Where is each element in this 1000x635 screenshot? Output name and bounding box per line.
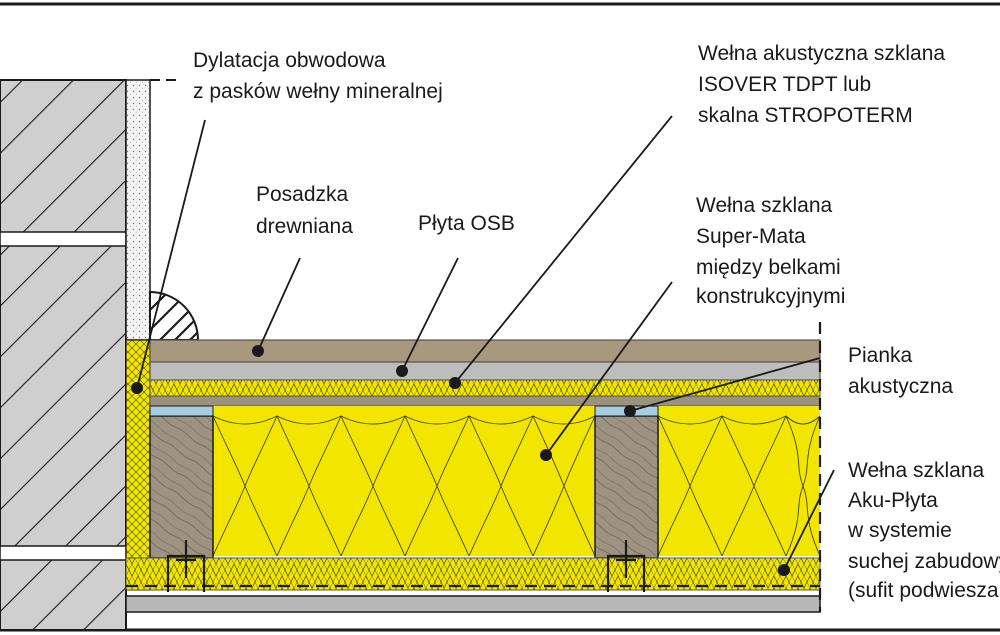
wool-wave [785, 415, 821, 425]
wool-wave [276, 415, 342, 557]
ceiling-board [125, 595, 821, 613]
joist-left [149, 405, 214, 559]
perimeter-wool-strip [125, 339, 151, 591]
wool-wave [404, 415, 470, 557]
wool-wave [721, 415, 787, 425]
label-aku-plyta: Wełna szklana Aku-Płyta w systemie suche… [847, 459, 1000, 602]
wool-wave [532, 415, 596, 425]
wool-wave [340, 415, 406, 425]
wool-wave [212, 415, 278, 557]
wool-wave [721, 415, 787, 557]
osb-layer [149, 361, 821, 381]
joist-right [594, 405, 659, 559]
ceiling-wool-layer [125, 557, 821, 591]
masonry-wall [0, 79, 127, 631]
wood-floor-layer [149, 339, 821, 363]
subfloor-board [149, 395, 821, 407]
wool-wave [340, 415, 406, 557]
wool-wave [657, 415, 723, 425]
wool-wave [532, 415, 596, 557]
cavity-wool [150, 406, 820, 556]
label-acoustic-foam: Pianka akustyczna [848, 344, 953, 398]
label-super-mata: Wełna szklana Super-Mata między belkami … [696, 194, 847, 308]
cavity-wool-pattern [212, 415, 821, 557]
wool-wave [657, 415, 723, 557]
label-osb: Płyta OSB [418, 212, 515, 235]
label-dilatation: Dylatacja obwodowa z pasków wełny minera… [193, 49, 443, 103]
label-wood-floor: Posadzka drewniana [256, 183, 354, 238]
plaster-layer [125, 79, 151, 341]
hanger-right [606, 540, 646, 592]
hanger-left [166, 540, 206, 592]
wool-wave [404, 415, 470, 425]
acoustic-wool-layer [149, 379, 821, 397]
wool-wave [468, 415, 534, 425]
wool-wave [276, 415, 342, 425]
wool-wave [468, 415, 534, 557]
wool-wave [785, 415, 821, 557]
wool-wave [212, 415, 278, 425]
label-acoustic-wool: Wełna akustyczna szklana ISOVER TDPT lub… [698, 42, 951, 127]
leader-lines [131, 115, 835, 576]
